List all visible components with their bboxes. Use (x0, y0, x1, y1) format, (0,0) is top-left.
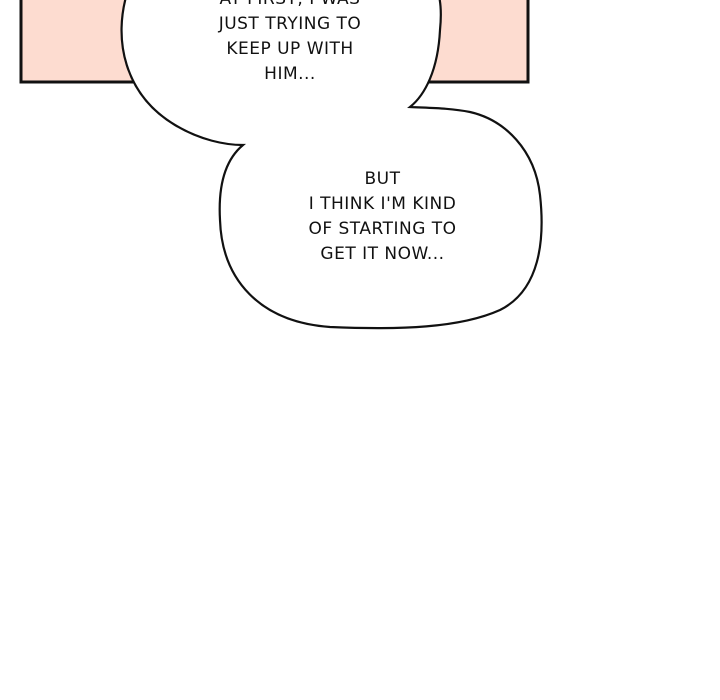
speech-bubbles (120, 0, 543, 330)
bubble-line: AT FIRST, I WAS (150, 0, 430, 12)
bubble-line: BUT (364, 169, 401, 189)
bubble-line: I THINK I'M KIND (308, 194, 457, 214)
bubble-line: GET IT NOW... (320, 244, 445, 264)
bubble-line: KEEP UP WITH (226, 39, 354, 59)
speech-bubble-top-text: AT FIRST, I WAS JUST TRYING TO KEEP UP W… (150, 0, 430, 87)
bubble-line: OF STARTING TO (308, 219, 457, 239)
bubble-line: HIM... (264, 64, 316, 84)
speech-bubble-bottom-text: BUT I THINK I'M KIND OF STARTING TO GET … (240, 167, 525, 267)
bubble-line: JUST TRYING TO (218, 14, 362, 34)
